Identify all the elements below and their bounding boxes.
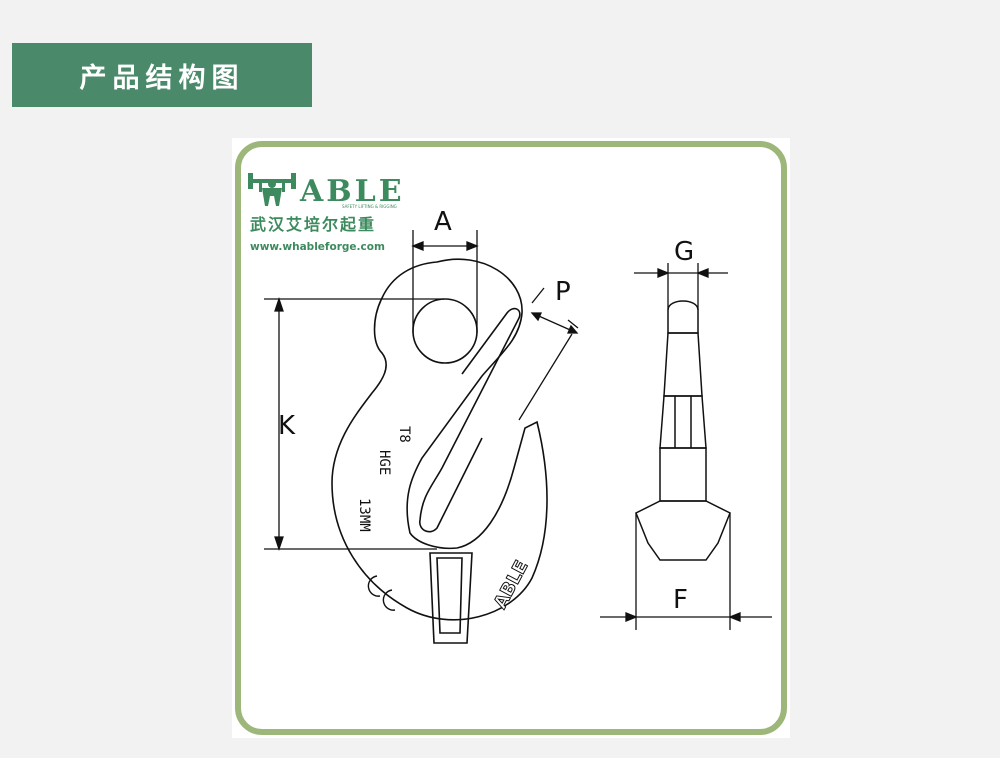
hook-diagram: ABLE SAFETY LIFTING & RIGGING 武汉艾培尔起重 ww… [235,141,787,735]
brand-website: www.whableforge.com [250,241,385,253]
dimension-k [264,296,444,552]
product-structure-figure: ABLE SAFETY LIFTING & RIGGING 武汉艾培尔起重 ww… [232,138,790,738]
dimension-p [518,287,579,421]
hook-slot [419,307,521,533]
hook-size-mark: 13MM [356,498,372,532]
dimension-label-g: G [674,237,694,267]
dimension-a [411,230,479,333]
ce-mark-icon [367,575,396,611]
hook-throat-inner [436,557,463,634]
dimension-f [600,513,772,630]
hook-model-mark: HGE [376,450,392,475]
brand-tagline: SAFETY LIFTING & RIGGING [342,204,397,209]
hook-grade-mark: T8 [396,426,412,443]
dimension-label-p: P [555,277,571,307]
brand-logo: ABLE SAFETY LIFTING & RIGGING 武汉艾培尔起重 ww… [248,173,405,253]
dimension-g [634,263,728,310]
hook-throat [429,552,473,644]
brand-logo-text: ABLE [299,174,405,209]
hook-outline [331,258,548,621]
dimension-label-f: F [673,585,688,615]
hook-side-view [635,300,731,561]
brand-company-name: 武汉艾培尔起重 [250,215,376,234]
section-title: 产品结构图 [79,62,245,94]
weightlifter-icon [248,173,296,206]
dimension-label-a: A [434,207,452,237]
dimension-label-k: K [278,411,296,441]
section-header: 产品结构图 [12,43,312,107]
